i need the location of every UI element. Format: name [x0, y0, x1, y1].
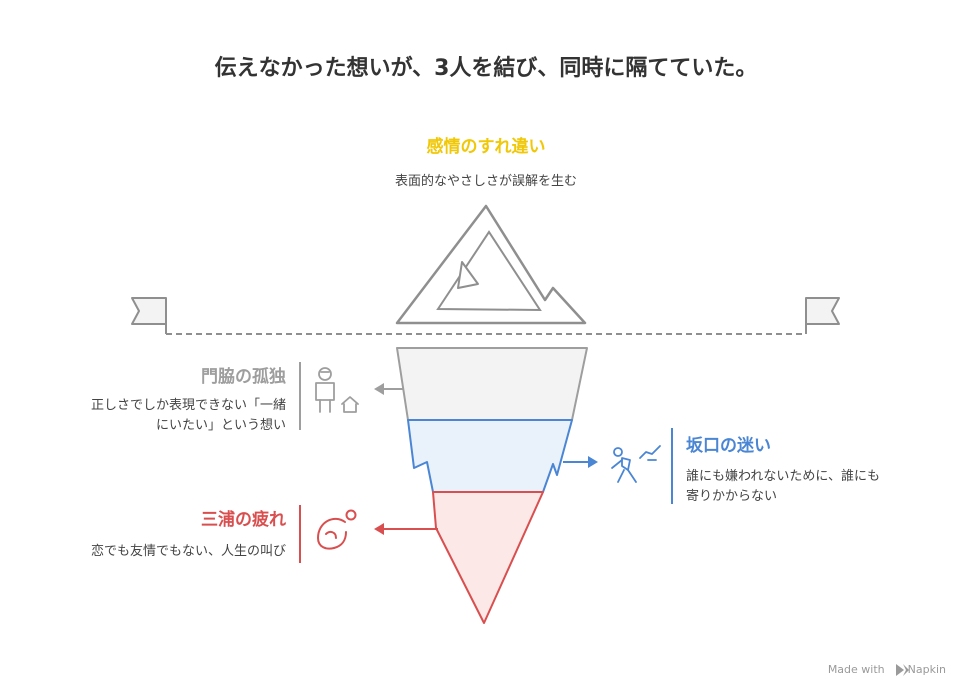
divider-layer-3: [299, 505, 301, 563]
arrow-layer-1: [374, 383, 404, 395]
flag-left: [131, 297, 167, 325]
layer-3-band: [432, 491, 544, 624]
arrow-layer-3: [374, 523, 438, 535]
divider-layer-1: [299, 362, 301, 430]
flag-right: [805, 297, 840, 325]
layer-2-heading: 坂口の迷い: [686, 436, 771, 456]
iceberg-tip: [395, 204, 587, 325]
layer-1-band: [396, 347, 588, 421]
layer-3-heading: 三浦の疲れ: [201, 510, 286, 530]
top-heading: 感情のすれ違い: [426, 137, 546, 157]
layer-3-description: 恋でも友情でもない、人生の叫び: [90, 544, 286, 559]
layer-2-band: [407, 419, 573, 493]
layer-2-description-line-2: 寄りかからない: [686, 489, 778, 504]
watermark[interactable]: Made with Napkin: [828, 663, 946, 676]
arrow-layer-2: [563, 456, 598, 468]
layer-1-description-line-2: にいたい」という想い: [155, 418, 286, 433]
watermark-text: Made with: [827, 663, 885, 676]
page-title: 伝えなかった想いが、3人を結び、同時に隔てていた。: [214, 56, 758, 81]
layer-1-description: 正しさでしか表現できない「一緒 にいたい」という想い: [91, 396, 286, 436]
layer-2-description-line-1: 誰にも嫌われないために、誰にも: [686, 469, 880, 484]
watermark-brand: Napkin: [907, 663, 946, 676]
layer-1-heading: 門脇の孤独: [201, 367, 286, 387]
kneeling-person-icon: [317, 509, 357, 550]
person-walking-icon: [611, 445, 661, 483]
divider-layer-2: [671, 428, 673, 504]
napkin-logo-icon: [896, 664, 909, 676]
layer-2-description: 誰にも嫌われないために、誰にも 寄りかからない: [686, 467, 880, 507]
person-house-icon: [315, 367, 359, 413]
top-description: 表面的なやさしさが誤解を生む: [394, 174, 577, 189]
layer-1-description-line-1: 正しさでしか表現できない「一緒: [90, 398, 286, 413]
